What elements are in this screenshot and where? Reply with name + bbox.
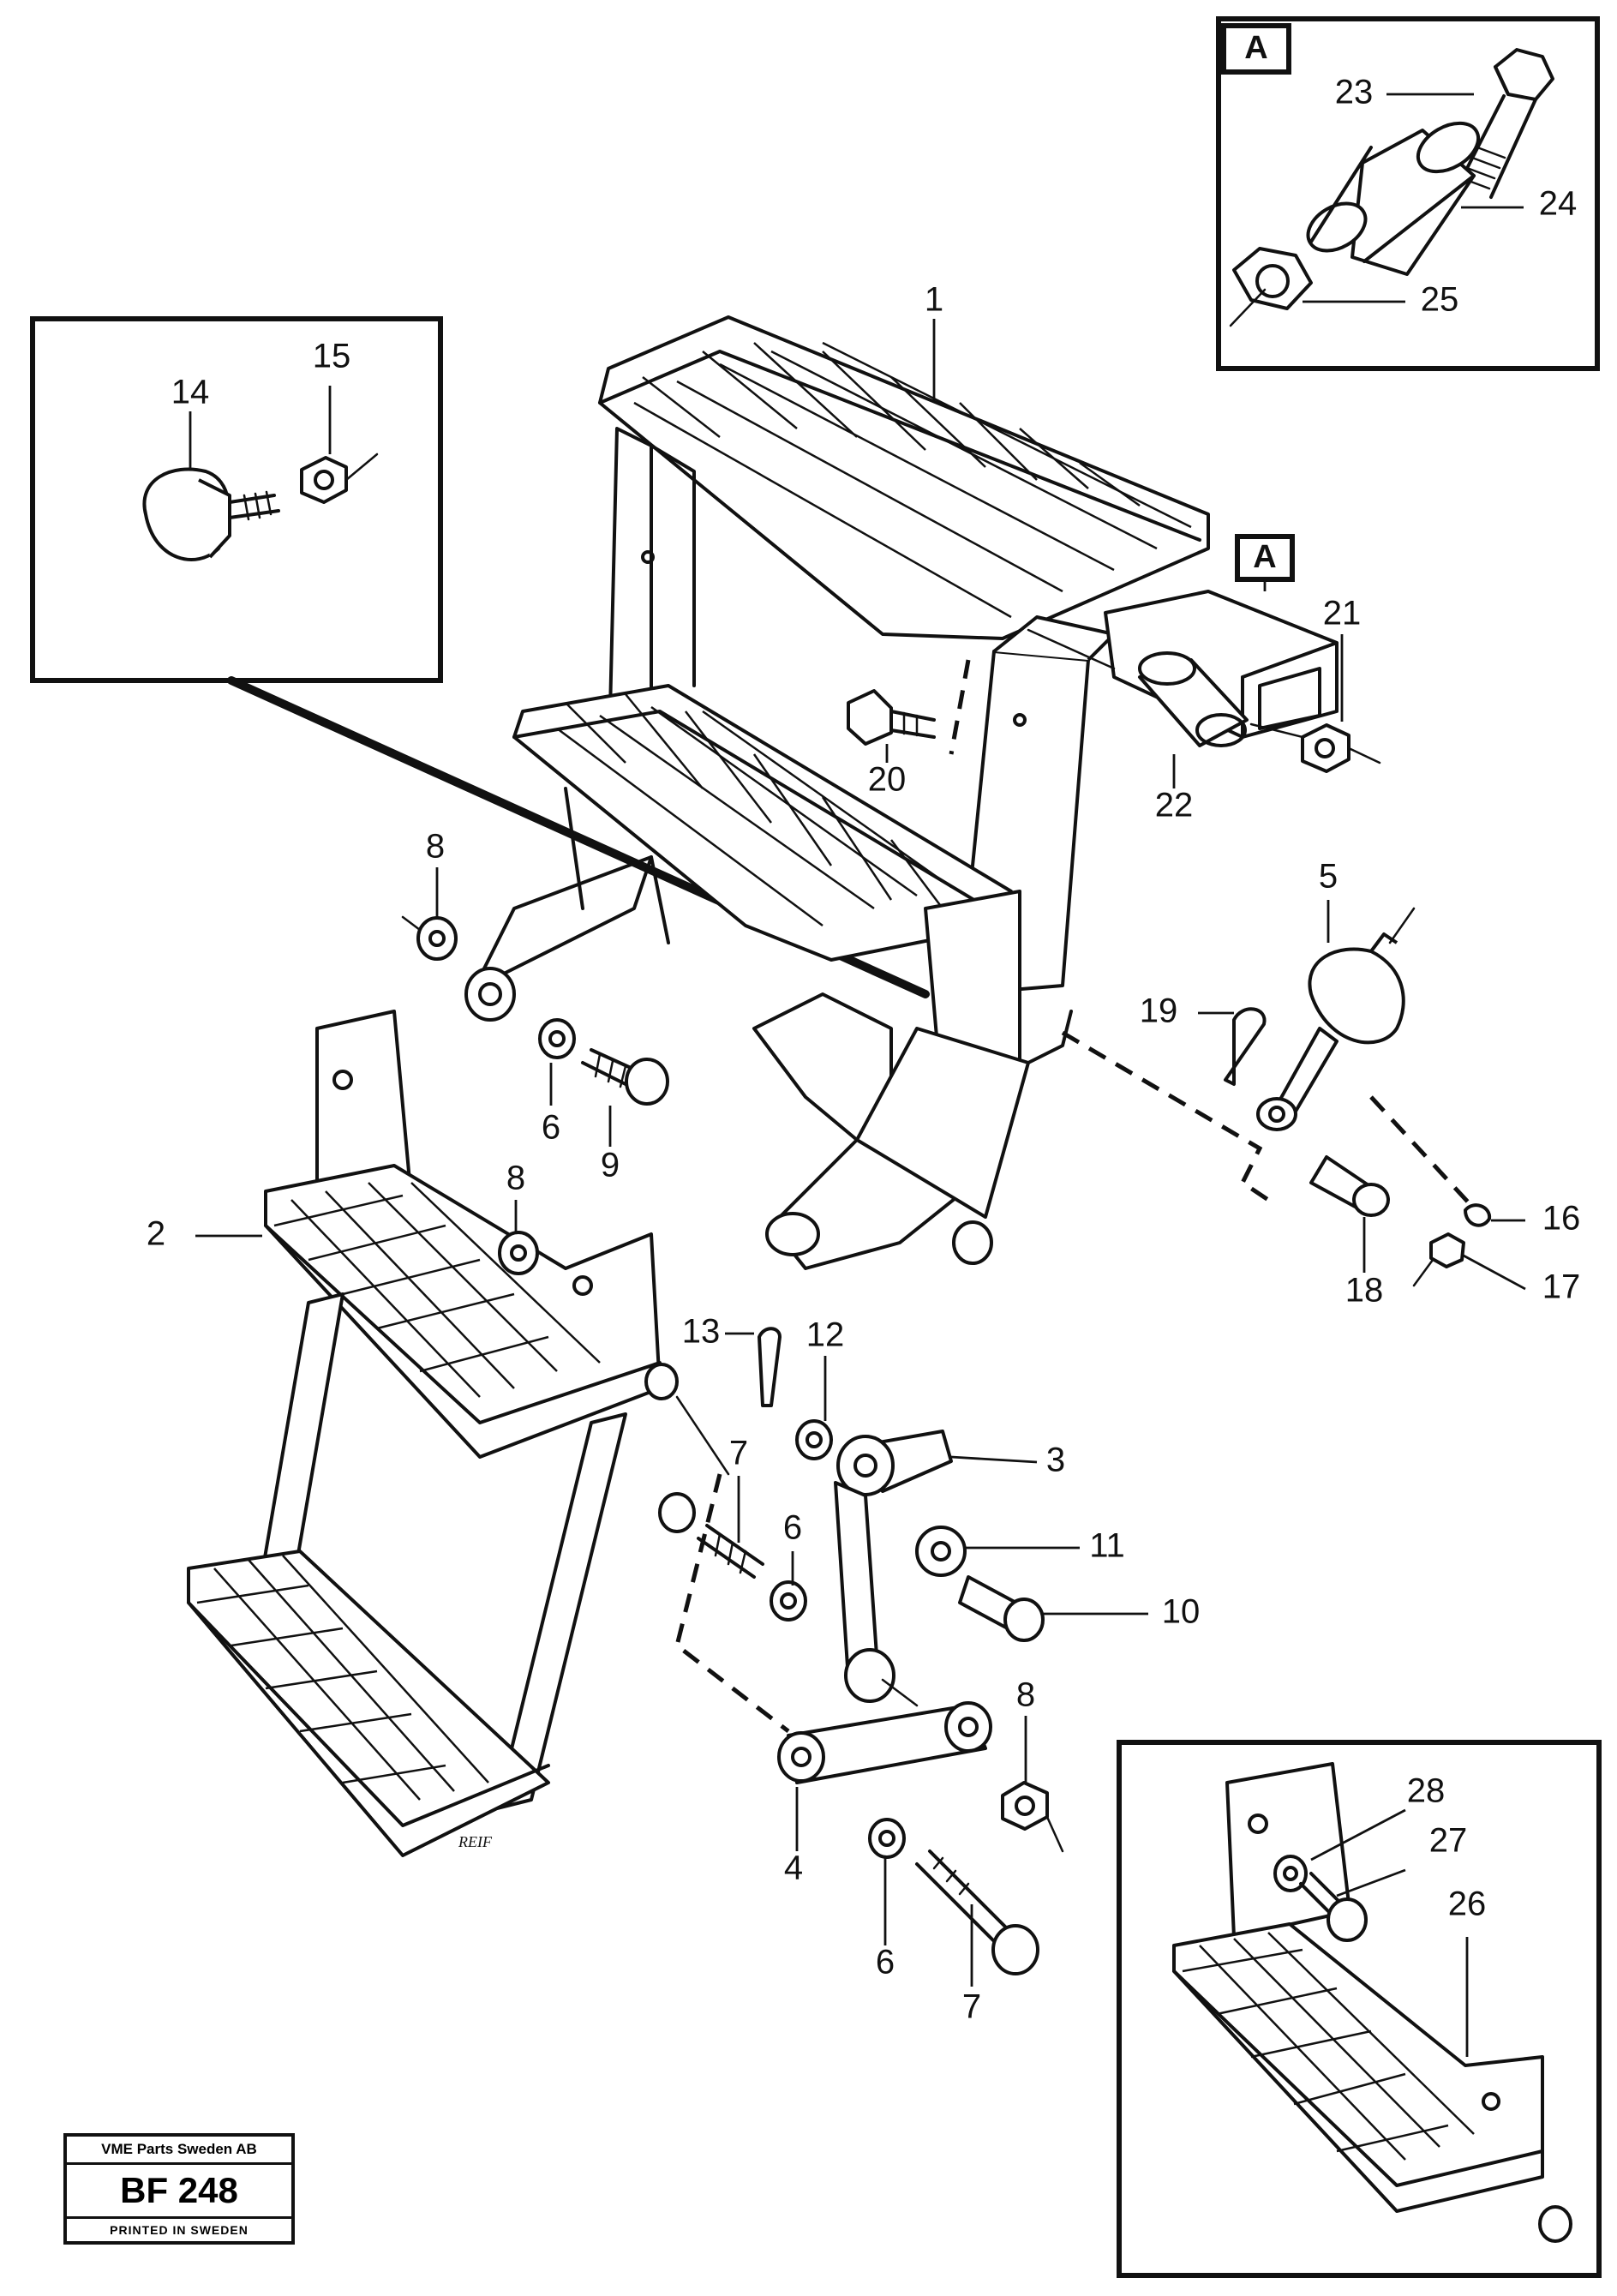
inset-a-label: A	[1244, 30, 1267, 66]
bolt-20	[847, 659, 971, 755]
inset-a-frame: A	[1216, 16, 1600, 371]
title-block: VME Parts Sweden AB BF 248 PRINTED IN SW…	[63, 2133, 295, 2245]
inset-left-nut	[300, 453, 379, 504]
callout-20: 20	[868, 761, 907, 799]
washer-6-lower	[868, 1818, 906, 1859]
callout-22: 22	[1155, 787, 1194, 824]
leader-27	[1336, 1868, 1406, 1897]
callout-12: 12	[806, 1316, 845, 1354]
upper-step-tread	[598, 315, 1210, 640]
bolt-7-mid	[697, 1524, 764, 1579]
detail-a-tag: A	[1235, 534, 1295, 591]
callout-17: 17	[1542, 1268, 1581, 1306]
leader-17	[1461, 1253, 1526, 1291]
washer-6-top	[538, 1018, 576, 1059]
link-3	[834, 1430, 953, 1703]
callout-24: 24	[1539, 185, 1578, 223]
callout-8a: 8	[426, 828, 445, 866]
inset-a-nut	[1229, 247, 1313, 327]
callout-13: 13	[682, 1313, 721, 1351]
fold-step-lower	[187, 1550, 550, 1857]
title-block-reference: BF 248	[120, 2170, 238, 2210]
callout-2: 2	[147, 1215, 165, 1253]
callout-5: 5	[1319, 858, 1338, 896]
nut-8-lower	[1001, 1781, 1064, 1853]
mounting-bracket-arm	[752, 992, 1073, 1270]
inset-left-knob	[142, 467, 280, 561]
dashed-link-clip	[1369, 1095, 1476, 1210]
callout-25: 25	[1421, 281, 1459, 319]
callout-7b: 7	[962, 1988, 981, 2026]
callout-3: 3	[1046, 1442, 1065, 1479]
title-block-printed: PRINTED IN SWEDEN	[67, 2216, 291, 2241]
inset-bottom-step	[1172, 1762, 1572, 2243]
callout-18: 18	[1345, 1272, 1384, 1310]
callout-1: 1	[925, 281, 943, 319]
pin-18	[1309, 1155, 1390, 1217]
callout-16: 16	[1542, 1200, 1581, 1238]
leader-3	[950, 1455, 1038, 1464]
nut-21	[1301, 723, 1381, 773]
title-block-company: VME Parts Sweden AB	[67, 2137, 291, 2165]
callout-6c: 6	[876, 1944, 895, 1981]
callout-11: 11	[1089, 1527, 1125, 1565]
callout-26: 26	[1448, 1885, 1487, 1923]
bolt-9	[581, 1048, 669, 1106]
washer-12	[795, 1419, 833, 1460]
clip-19	[1224, 1007, 1267, 1086]
callout-4: 4	[784, 1849, 803, 1887]
fold-pin-stub	[644, 1363, 790, 1733]
clip-16	[1464, 1203, 1492, 1227]
inset-a-leaders	[1303, 93, 1524, 303]
spacer-tube	[1104, 590, 1339, 739]
callout-8b: 8	[506, 1160, 525, 1197]
cotter-13	[758, 1327, 782, 1407]
fold-step-upper	[264, 1010, 662, 1459]
bushing-11	[915, 1526, 967, 1577]
callout-21: 21	[1323, 595, 1362, 632]
pin-10	[958, 1575, 1045, 1642]
washer-8-top	[401, 915, 458, 961]
washer-6-mid	[770, 1580, 807, 1622]
dashed-link-damper	[1061, 1030, 1270, 1202]
washer-8-mid	[498, 1231, 539, 1275]
callout-9: 9	[601, 1147, 620, 1184]
bolt-7-lower	[915, 1849, 1039, 1975]
callout-10: 10	[1162, 1593, 1201, 1631]
callout-14: 14	[171, 374, 210, 411]
cap-nut-7-mid	[658, 1492, 696, 1533]
callout-6a: 6	[542, 1109, 560, 1147]
callout-19: 19	[1140, 992, 1178, 1030]
link-4	[777, 1678, 992, 1784]
callout-23: 23	[1335, 74, 1374, 111]
callout-6b: 6	[783, 1509, 802, 1547]
callout-7a: 7	[729, 1435, 748, 1472]
damper-5	[1256, 907, 1416, 1131]
bushing-pivot-top	[464, 967, 516, 1022]
callout-28: 28	[1407, 1772, 1446, 1810]
callout-8c: 8	[1016, 1676, 1035, 1714]
inset-bottom-bolt-27	[1299, 1872, 1368, 1942]
callout-27: 27	[1429, 1822, 1468, 1860]
detail-a-tag-label: A	[1253, 539, 1276, 575]
draftsman-signature: REIF	[458, 1833, 493, 1850]
inset-bottom-washer-28	[1273, 1855, 1308, 1892]
bushing-22	[1027, 628, 1339, 747]
nut-17	[1412, 1232, 1465, 1287]
callout-15: 15	[313, 338, 351, 375]
inset-bottom-frame	[1117, 1740, 1602, 2278]
leader-28	[1310, 1808, 1406, 1861]
inset-a-spacer	[1306, 121, 1481, 276]
